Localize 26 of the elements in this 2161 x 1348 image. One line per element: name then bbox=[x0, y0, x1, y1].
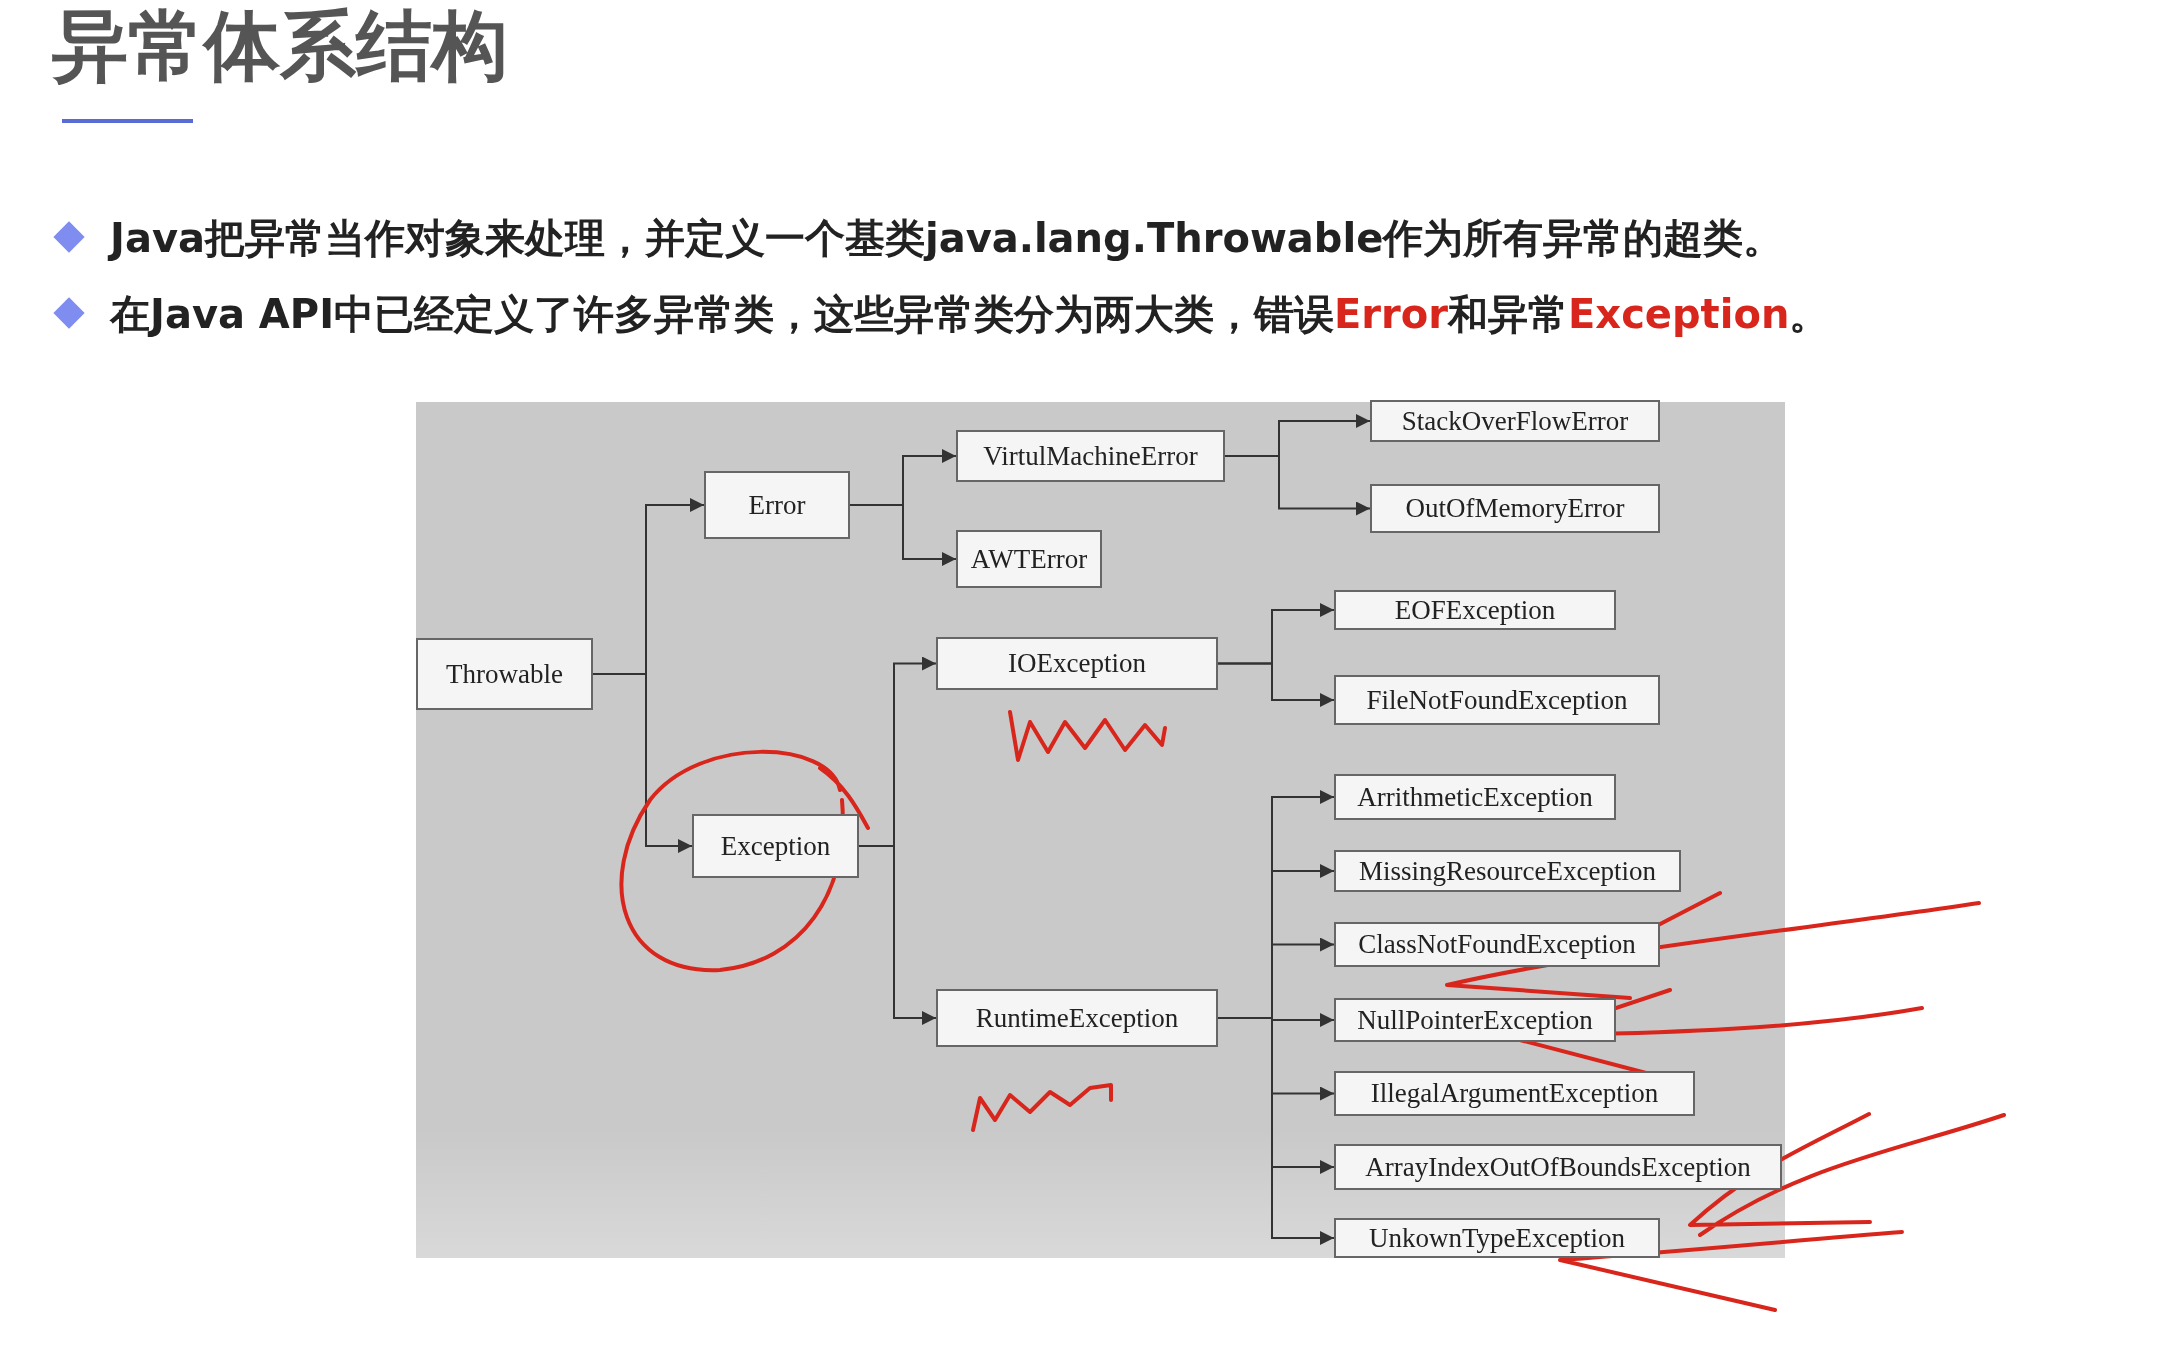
bullet-text: 在Java API中已经定义了许多异常类，这些异常类分为两大类，错误Error和异常Exception。 bbox=[110, 290, 1830, 339]
class-box: ArrithmeticException bbox=[1334, 774, 1616, 820]
arrow bbox=[592, 673, 693, 853]
class-box: MissingResourceException bbox=[1334, 850, 1681, 892]
class-box: ArrayIndexOutOfBoundsException bbox=[1334, 1144, 1782, 1190]
arrow bbox=[849, 504, 957, 566]
class-box: RuntimeException bbox=[936, 989, 1218, 1047]
class-box: StackOverFlowError bbox=[1370, 400, 1660, 442]
class-box: VirtulMachineError bbox=[956, 430, 1225, 482]
arrow bbox=[1217, 1017, 1335, 1245]
arrow bbox=[858, 845, 937, 1025]
class-box: IllegalArgumentException bbox=[1334, 1071, 1695, 1116]
class-box: NullPointerException bbox=[1334, 998, 1616, 1042]
class-box: ClassNotFoundException bbox=[1334, 922, 1660, 967]
class-box: Exception bbox=[692, 814, 859, 878]
class-box: OutOfMemoryError bbox=[1370, 484, 1660, 533]
arrow bbox=[1217, 662, 1335, 707]
arrow bbox=[1224, 455, 1371, 516]
slide-title: 异常体系结构 bbox=[52, 0, 508, 92]
class-box: Throwable bbox=[416, 638, 593, 710]
class-box: Error bbox=[704, 471, 850, 539]
class-box: IOException bbox=[936, 637, 1218, 690]
class-box: FileNotFoundException bbox=[1334, 675, 1660, 725]
class-box: EOFException bbox=[1334, 590, 1616, 630]
class-box: AWTError bbox=[956, 530, 1102, 588]
class-box: UnkownTypeException bbox=[1334, 1218, 1660, 1258]
